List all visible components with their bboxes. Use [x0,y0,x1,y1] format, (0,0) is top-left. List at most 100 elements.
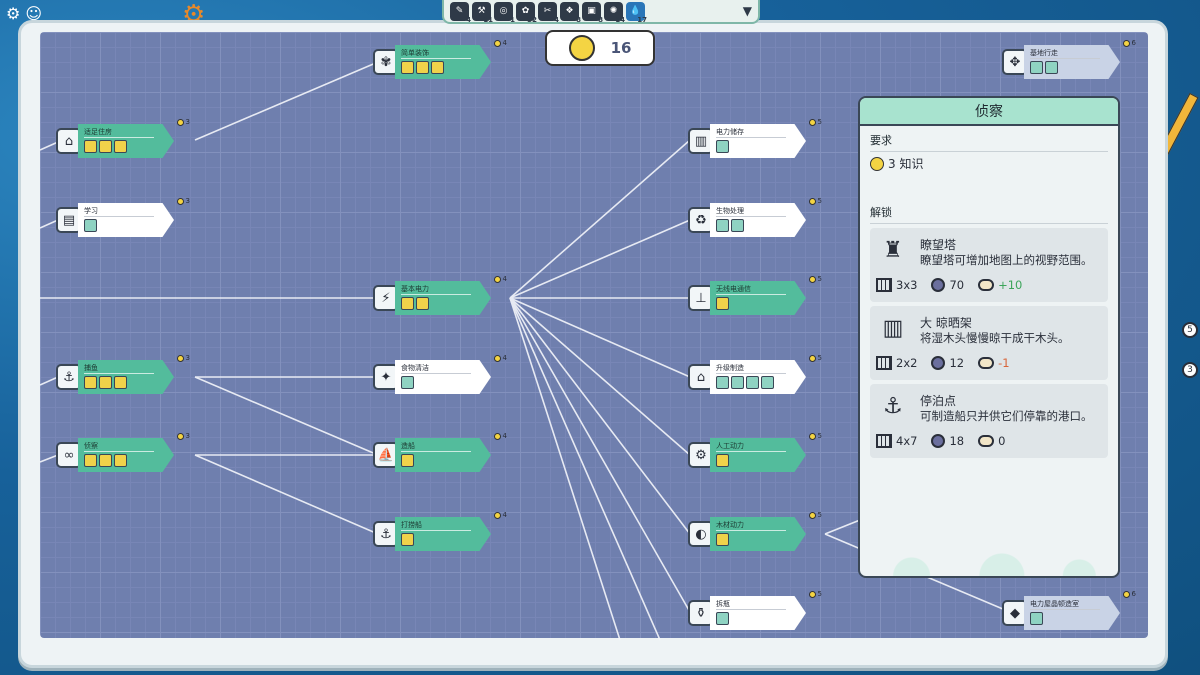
tech-detail-panel: 侦察 要求 3 知识 解锁 ♜ 瞭望塔 瞭望塔可增加地图上的视野范围。 3x3 … [858,96,1120,578]
tech-cost: 3 [176,118,190,126]
tech-node-shipbuilding[interactable]: ⛵ 造船 4 [373,432,513,472]
tech-cost: 3 [176,432,190,440]
worker-icon [931,278,946,292]
tech-title: 打捞船 [401,521,422,529]
tech-node-simple-decor[interactable]: ✾ 简单装饰 4 [373,39,513,79]
rope-icon[interactable]: ◎1 [494,1,515,24]
tech-cost: 4 [493,511,507,519]
tech-node-housing[interactable]: ⌂ 适足住房 3 [56,118,196,158]
tech-cost: 3 [176,197,190,205]
ship-icon: ⛵ [373,442,399,468]
tools-icon[interactable]: ⚒11 [472,1,493,24]
dock-icon: ⚓ [883,394,903,419]
tech-title: 拆瓶 [716,600,730,608]
bike-icon: ⚙ [688,442,714,468]
water-icon[interactable]: 💧17 [626,1,647,24]
tech-node-bottle-dismantle[interactable]: ⚱ 拆瓶 5 [688,590,828,630]
size-stat: 2x2 [876,356,917,370]
grid-size-icon [876,434,892,448]
tech-node-radio[interactable]: ⊥ 无线电通信 5 [688,275,828,315]
workers-stat: 12 [931,356,964,370]
tech-title: 电力屋晶顿造室 [1030,600,1079,608]
settings-gear-icon[interactable]: ⚙ ☺ [6,4,43,23]
tech-cost: 5 [808,354,822,362]
building-name: 大 晾晒架 [920,316,972,330]
tech-cost: 4 [493,432,507,440]
tech-node-power-storage[interactable]: ▥ 电力储存 5 [688,118,828,158]
appeal-icon [978,279,995,291]
tech-title: 升级制造 [716,364,744,372]
tech-node-human-power[interactable]: ⚙ 人工动力 5 [688,432,828,472]
tech-cost: 6 [1122,590,1136,598]
workers-stat: 18 [931,434,964,448]
tech-node-bio-processing[interactable]: ♻ 生物处理 5 [688,197,828,237]
tech-title: 人工动力 [716,442,744,450]
tech-node-food-cleaning[interactable]: ✦ 食物清洁 4 [373,354,513,394]
tech-title: 基本电力 [401,285,429,293]
panel-title: 侦察 [860,98,1118,126]
tech-title: 木材动力 [716,521,744,529]
knowledge-icon [870,156,884,171]
antenna-icon: ⊥ [688,285,714,311]
tech-cost: 5 [808,511,822,519]
tech-node-basic-power[interactable]: ⚡ 基本电力 4 [373,275,513,315]
appeal-stat: -1 [978,356,1010,370]
workers-stat: 70 [931,278,964,292]
grid-size-icon [876,278,892,292]
tech-node-salvage-boat[interactable]: ⚓ 打捞船 4 [373,511,513,551]
resource-bar: ✎4 ⚒11 ◎1 ✿32 ✂4 ❖8 ▣8 ✺14 💧17 ▼ [442,0,760,24]
tech-cost: 5 [808,590,822,598]
tech-node-learning[interactable]: ▤ 学习 3 [56,197,196,237]
tech-node-upgraded-manufacturing[interactable]: ⌂ 升级制造 5 [688,354,828,394]
tech-title: 简单装饰 [401,49,429,57]
fish-icon[interactable]: ✿32 [516,1,537,24]
tech-node-scouting[interactable]: ∞ 侦察 3 [56,432,196,472]
size-stat: 3x3 [876,278,917,292]
tech-title: 适足住房 [84,128,112,136]
tech-node-power-crystal[interactable]: ◆ 电力屋晶顿造室 6 [1002,590,1142,630]
crystal-icon: ◆ [1002,600,1028,626]
appeal-stat: 0 [978,434,1005,448]
tech-cost: 5 [808,197,822,205]
knowledge-value: 16 [610,39,632,57]
tech-title: 无线电通信 [716,285,751,293]
wood-icon[interactable]: ✂4 [538,1,559,24]
drying-rack-icon: ▥ [882,316,904,341]
building-name: 瞭望塔 [920,238,957,252]
tech-title: 生物处理 [716,207,744,215]
power-icon: ⚡ [373,285,399,311]
worker-icon [931,356,946,370]
tech-title: 食物清洁 [401,364,429,372]
tech-node-wood-power[interactable]: ◐ 木材动力 5 [688,511,828,551]
factory-icon: ⌂ [688,364,714,390]
metal-icon[interactable]: ▣8 [582,1,603,24]
unlock-card[interactable]: ♜ 瞭望塔 瞭望塔可增加地图上的视野范围。 3x3 70 +10 [870,228,1108,302]
tech-cost: 5 [808,432,822,440]
fiber-icon[interactable]: ✺14 [604,1,625,24]
grid-size-icon [876,356,892,370]
filter-icon[interactable]: ▼ [742,4,752,18]
tech-title: 基地行走 [1030,49,1058,57]
unlock-card[interactable]: ⚓ 停泊点 可制造船只并供它们停靠的港口。 4x7 18 0 [870,384,1108,458]
requirements-label: 要求 [870,134,892,147]
unlock-card[interactable]: ▥ 大 晾晒架 将湿木头慢慢晾干成干木头。 2x2 12 -1 [870,306,1108,380]
log-icon: ◐ [688,521,714,547]
tech-node-base-walk[interactable]: ✥ 基地行走 6 [1002,39,1142,79]
tech-title: 侦察 [84,442,98,450]
tech-title: 学习 [84,207,98,215]
appeal-stat: +10 [978,278,1022,292]
tech-cost: 3 [176,354,190,362]
stone-icon[interactable]: ❖8 [560,1,581,24]
building-desc: 可制造船只并供它们停靠的港口。 [920,409,1093,423]
tech-cost: 4 [493,39,507,47]
building-desc: 瞭望塔可增加地图上的视野范围。 [920,253,1093,267]
tech-cost: 6 [1122,39,1136,47]
building-desc: 将湿木头慢慢晾干成干木头。 [920,331,1070,345]
building-name: 停泊点 [920,394,957,408]
tech-node-fishing[interactable]: ⚓ 捕鱼 3 [56,354,196,394]
side-count-badge[interactable]: 3 [1182,362,1198,378]
appeal-icon [978,435,995,447]
feather-icon[interactable]: ✎4 [450,1,471,24]
side-count-badge[interactable]: 5 [1182,322,1198,338]
unlocks-label: 解锁 [870,206,892,219]
